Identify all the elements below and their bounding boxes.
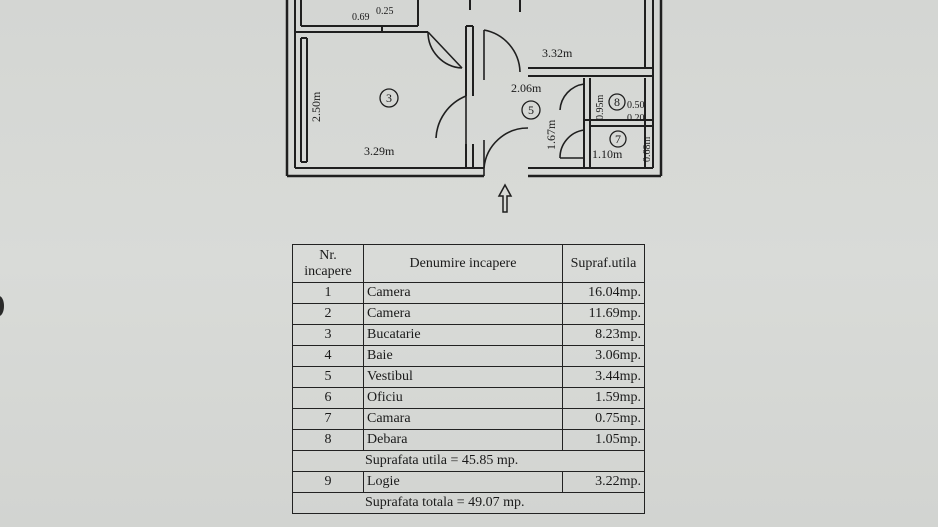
edge-mark <box>0 296 4 316</box>
row-name: Debara <box>363 429 563 451</box>
room-3-number: 3 <box>386 91 392 105</box>
dim-068: 0.68m <box>642 137 653 163</box>
row-nr: 8 <box>292 429 364 451</box>
row-area: 3.06mp. <box>562 345 645 367</box>
table-header-row: Nr.incapere Denumire incapere Supraf.uti… <box>292 244 645 283</box>
row-name: Logie <box>363 471 563 493</box>
total-row: Suprafata totala = 49.07 mp. <box>292 492 645 514</box>
row-name: Bucatarie <box>363 324 563 346</box>
row-nr: 2 <box>292 303 364 325</box>
table-row: 1 Camera 16.04mp. <box>292 282 645 304</box>
row-name: Baie <box>363 345 563 367</box>
plan-doors <box>427 29 585 176</box>
plan-walls <box>285 0 663 178</box>
dim-025: 0.25 <box>376 6 394 17</box>
subtotal-row: Suprafata utila = 45.85 mp. <box>292 450 645 472</box>
row-area: 11.69mp. <box>562 303 645 325</box>
room-8-number: 8 <box>614 95 620 109</box>
row-nr: 5 <box>292 366 364 388</box>
header-nr: Nr.incapere <box>292 244 364 283</box>
row-name: Camara <box>363 408 563 430</box>
table-row: 5 Vestibul 3.44mp. <box>292 366 645 388</box>
table-row: 7 Camara 0.75mp. <box>292 408 645 430</box>
row-nr: 4 <box>292 345 364 367</box>
loggia-row: 9 Logie 3.22mp. <box>292 471 645 493</box>
row-area: 3.44mp. <box>562 366 645 388</box>
rooms-table: Nr.incapere Denumire incapere Supraf.uti… <box>292 244 645 514</box>
dim-069: 0.69 <box>352 12 370 23</box>
row-nr: 1 <box>292 282 364 304</box>
header-area: Supraf.utila <box>562 244 645 283</box>
dim-050: 0.50 <box>627 100 645 111</box>
table-row: 6 Oficiu 1.59mp. <box>292 387 645 409</box>
dim-206: 2.06m <box>511 81 542 95</box>
row-nr: 9 <box>292 471 364 493</box>
row-nr: 6 <box>292 387 364 409</box>
room-7-number: 7 <box>615 132 621 146</box>
dim-095: 0.95m <box>595 95 606 121</box>
row-area: 3.22mp. <box>562 471 645 493</box>
row-area: 0.75mp. <box>562 408 645 430</box>
dim-167: 1.67m <box>544 119 558 150</box>
row-name: Camera <box>363 282 563 304</box>
dim-329: 3.29m <box>364 144 395 158</box>
row-name: Vestibul <box>363 366 563 388</box>
table-row: 4 Baie 3.06mp. <box>292 345 645 367</box>
row-area: 1.59mp. <box>562 387 645 409</box>
total-text: Suprafata totala = 49.07 mp. <box>292 492 645 514</box>
entrance-arrow <box>497 183 513 213</box>
header-name: Denumire incapere <box>363 244 563 283</box>
subtotal-text: Suprafata utila = 45.85 mp. <box>292 450 645 472</box>
dim-020: 0.20 <box>627 113 645 124</box>
floor-plan: 3 5 8 7 0.69 0.25 3.32m 2.50m 3.29m 2.06… <box>285 0 663 213</box>
room-markers <box>379 88 627 148</box>
table-row: 2 Camera 11.69mp. <box>292 303 645 325</box>
row-name: Camera <box>363 303 563 325</box>
table-row: 8 Debara 1.05mp. <box>292 429 645 451</box>
row-nr: 3 <box>292 324 364 346</box>
row-nr: 7 <box>292 408 364 430</box>
row-name: Oficiu <box>363 387 563 409</box>
dim-110: 1.10m <box>592 147 623 161</box>
dim-250: 2.50m <box>309 91 323 122</box>
table-row: 3 Bucatarie 8.23mp. <box>292 324 645 346</box>
row-area: 1.05mp. <box>562 429 645 451</box>
row-area: 16.04mp. <box>562 282 645 304</box>
row-area: 8.23mp. <box>562 324 645 346</box>
dim-332: 3.32m <box>542 46 573 60</box>
room-5-number: 5 <box>528 103 534 117</box>
